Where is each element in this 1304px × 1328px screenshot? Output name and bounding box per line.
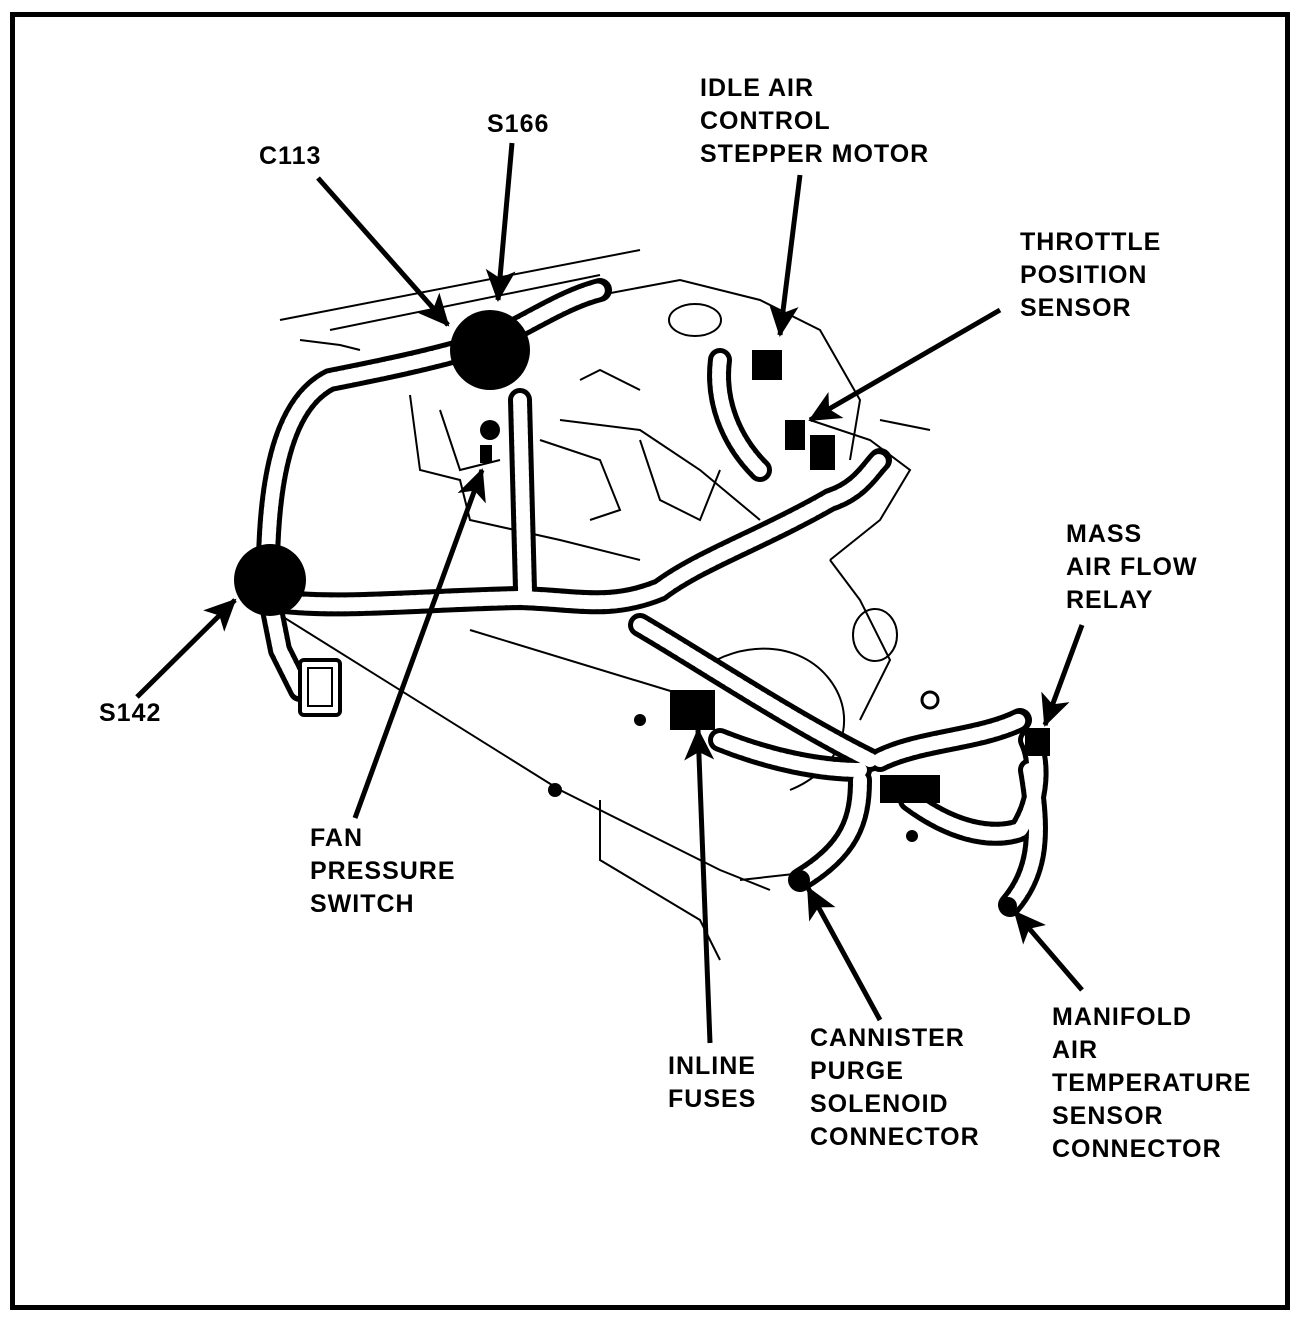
label-line: SWITCH <box>310 890 415 918</box>
label-line: POSITION <box>1020 261 1148 289</box>
label-s166: S166 <box>487 108 549 141</box>
leader-arrows <box>135 142 1085 1044</box>
label-line: STEPPER MOTOR <box>700 140 930 168</box>
label-line: CONNECTOR <box>1052 1135 1222 1163</box>
label-line: AIR FLOW <box>1066 553 1198 581</box>
label-line: PRESSURE <box>310 857 456 885</box>
label-line: INLINE <box>668 1052 756 1080</box>
label-manifold-air-temperature-sensor-connector: MANIFOLD AIR TEMPERATURE SENSOR CONNECTO… <box>1052 1001 1251 1166</box>
arrow-s166 <box>485 142 516 302</box>
arrow-fan <box>352 468 486 819</box>
arrow-idle-air <box>768 174 803 337</box>
maf-relay-body <box>1025 728 1050 756</box>
label-line: CONNECTOR <box>810 1123 980 1151</box>
label-inline-fuses: INLINE FUSES <box>668 1050 756 1116</box>
arrow-manifold <box>1013 910 1084 992</box>
label-cannister-purge-solenoid-connector: CANNISTER PURGE SOLENOID CONNECTOR <box>810 1022 980 1154</box>
arrow-throttle <box>808 307 1002 423</box>
s142-splice <box>234 544 306 616</box>
iac-motor <box>752 350 782 380</box>
label-line: SENSOR <box>1052 1102 1164 1130</box>
label-line: MASS <box>1066 520 1143 548</box>
arrow-c113 <box>316 176 450 327</box>
arrow-s142 <box>135 598 237 699</box>
wiring-harness <box>256 278 1049 917</box>
label-line: IDLE AIR <box>700 74 815 102</box>
fan-switch <box>480 420 500 440</box>
label-line: THROTTLE <box>1020 228 1162 256</box>
label-line: AIR <box>1052 1036 1099 1064</box>
label-line: S166 <box>487 110 550 138</box>
label-line: SOLENOID <box>810 1090 949 1118</box>
label-line: FUSES <box>668 1085 757 1113</box>
label-line: CONTROL <box>700 107 831 135</box>
label-line: RELAY <box>1066 586 1154 614</box>
components <box>234 310 1050 915</box>
connector-block <box>298 658 342 717</box>
label-line: SENSOR <box>1020 294 1132 322</box>
label-idle-air-control: IDLE AIR CONTROL STEPPER MOTOR <box>700 72 929 171</box>
label-line: TEMPERATURE <box>1052 1069 1252 1097</box>
label-line: PURGE <box>810 1057 904 1085</box>
arrow-maf-relay <box>1041 624 1085 727</box>
inline-fuse-holder <box>670 690 715 730</box>
tps-body <box>785 420 805 450</box>
label-s142: S142 <box>99 697 161 730</box>
engine-outline <box>239 249 931 961</box>
arrow-inline <box>684 728 715 1044</box>
label-mass-air-flow-relay: MASS AIR FLOW RELAY <box>1066 518 1198 617</box>
label-line: C113 <box>259 142 322 170</box>
label-throttle-position-sensor: THROTTLE POSITION SENSOR <box>1020 226 1161 325</box>
s166-splice <box>450 310 530 390</box>
diagram-border <box>10 12 1290 1310</box>
label-line: S142 <box>99 699 162 727</box>
label-c113: C113 <box>259 140 321 173</box>
arrow-cannister <box>805 886 883 1022</box>
label-line: FAN <box>310 824 363 852</box>
cannister-connector <box>790 870 810 890</box>
label-fan-pressure-switch: FAN PRESSURE SWITCH <box>310 822 456 921</box>
label-line: MANIFOLD <box>1052 1003 1192 1031</box>
manifold-connector <box>999 897 1017 915</box>
label-line: CANNISTER <box>810 1024 965 1052</box>
